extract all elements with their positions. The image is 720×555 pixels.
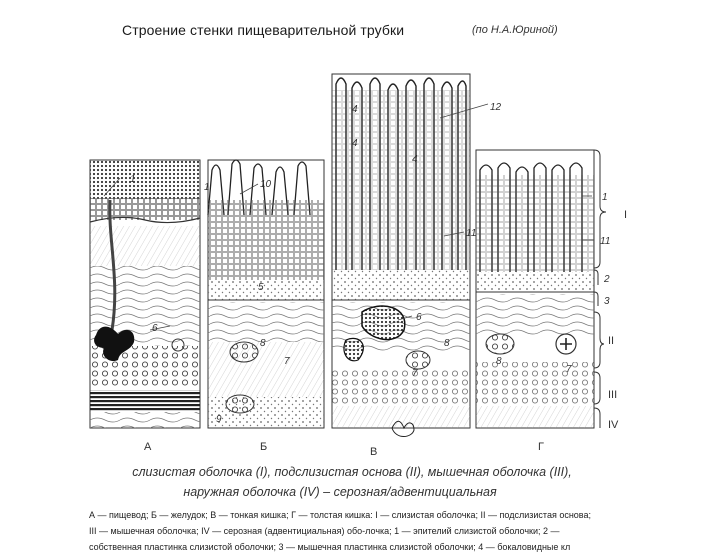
- legend-line-2: III — мышечная оболочка; IV — серозная (…: [89, 526, 560, 536]
- callout-5: 5: [258, 282, 264, 293]
- panel-d-large-intestine: [475, 149, 595, 429]
- layer-braces: [593, 149, 607, 428]
- panel-letters: А Б В Г: [144, 441, 544, 458]
- callout-7-a: 7: [284, 356, 290, 367]
- panel-letter-b: Б: [260, 441, 267, 453]
- panel-letter-c: В: [370, 446, 377, 458]
- panel-letter-d: Г: [538, 441, 544, 453]
- callout-10: 10: [260, 179, 272, 190]
- gut-wall-diagram: 1 1 10 12 4 4 4 1 11 11 2 3 5 6 6 8 7 8 …: [89, 73, 627, 458]
- layer-label-I: I: [624, 209, 627, 221]
- callout-4-a: 4: [352, 104, 358, 115]
- callout-1-a: 1: [130, 174, 136, 185]
- layer-labels: I II III IV: [608, 209, 627, 431]
- callout-8-b: 8: [444, 338, 450, 349]
- callout-leader-lines: [103, 103, 594, 331]
- callout-11-a: 11: [466, 228, 476, 239]
- callout-7-c: 7: [566, 364, 572, 375]
- callout-1-b: 1: [204, 182, 210, 193]
- callout-8-a: 8: [260, 338, 266, 349]
- legend-line-1: А — пищевод; Б — желудок; В — тонкая киш…: [89, 510, 591, 520]
- panel-c-small-intestine: [331, 73, 471, 437]
- layer-label-IV: IV: [608, 419, 619, 431]
- callout-9: 9: [216, 414, 222, 425]
- figure-legend: А — пищевод; Б — желудок; В — тонкая киш…: [89, 507, 689, 555]
- callout-6-b: 6: [416, 312, 422, 323]
- layer-label-II: II: [608, 335, 614, 347]
- callout-1-c: 1: [602, 192, 608, 203]
- panel-a-esophagus: [89, 159, 201, 429]
- callout-4-b: 4: [352, 138, 358, 149]
- callout-numbers: 1 1 10 12 4 4 4 1 11 11 2 3 5 6 6 8 7 8 …: [130, 102, 610, 425]
- callout-11-b: 11: [600, 236, 610, 247]
- page-subtitle: (по Н.А.Юриной): [472, 24, 558, 36]
- caption-line-1: слизистая оболочка (I), подслизистая осн…: [132, 465, 572, 479]
- callout-4-c: 4: [412, 154, 418, 165]
- legend-line-3: собственная пластинка слизистой оболочки…: [89, 542, 571, 552]
- callout-6-a: 6: [152, 323, 158, 334]
- callout-3: 3: [604, 296, 610, 307]
- layer-label-III: III: [608, 389, 617, 401]
- callout-8-c: 8: [496, 356, 502, 367]
- callout-2: 2: [603, 274, 610, 285]
- caption-line-2: наружная оболочка (IV) – серозная/адвент…: [183, 485, 497, 499]
- page-title: Строение стенки пищеварительной трубки: [122, 22, 405, 38]
- callout-7-b: 7: [412, 368, 418, 379]
- callout-12: 12: [490, 102, 502, 113]
- panel-letter-a: А: [144, 441, 152, 453]
- panel-b-stomach: [207, 159, 325, 429]
